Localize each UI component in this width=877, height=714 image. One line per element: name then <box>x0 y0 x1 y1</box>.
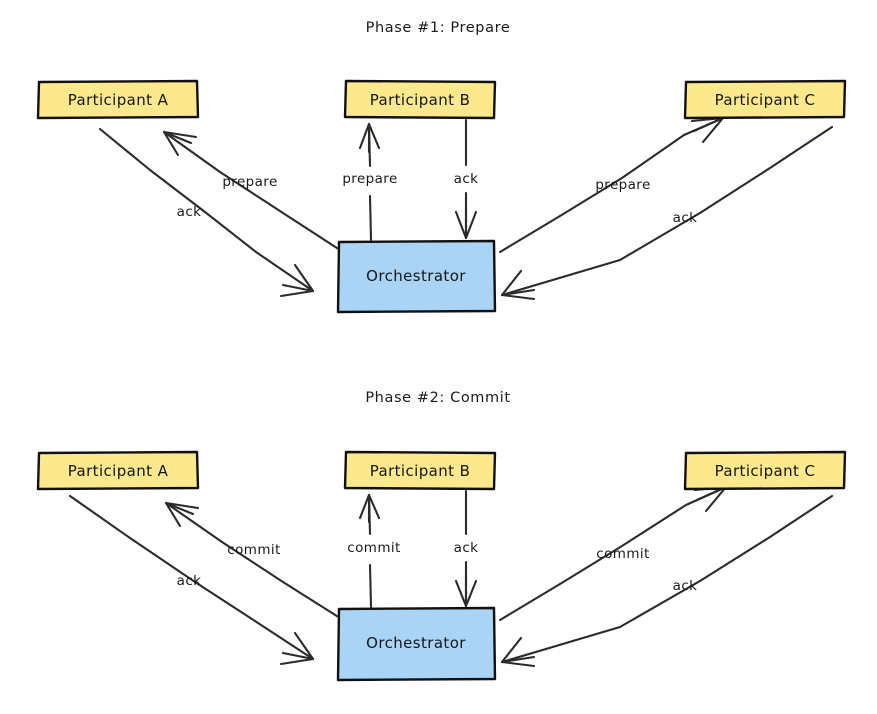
edge-p1-b-prepare: prepare <box>342 122 397 242</box>
edge-label-p2-b-commit: commit <box>347 540 400 556</box>
edge-p1-c-prepare: prepare <box>498 116 725 254</box>
phase-2-nodes: Participant A Participant B Participant … <box>36 450 847 682</box>
edge-label-p1-b-ack: ack <box>454 171 479 187</box>
edge-p2-b-ack: ack <box>454 489 479 608</box>
phase-2-edges: commit ack commit ack <box>68 485 834 668</box>
edge-label-p2-c-commit: commit <box>596 546 649 562</box>
edge-p1-a-prepare: prepare <box>162 130 342 252</box>
edge-label-p2-a-commit: commit <box>227 542 280 558</box>
edge-label-p1-c-prepare: prepare <box>595 177 650 193</box>
edge-p2-a-ack: ack <box>68 494 315 666</box>
node-label-p2-participant-c: Participant C <box>715 462 816 480</box>
edge-label-p2-a-ack: ack <box>177 573 202 589</box>
phase-1-edges: prepare ack prepare ack <box>98 116 834 301</box>
node-label-p2-participant-b: Participant B <box>370 462 471 480</box>
node-p2-participant-c[interactable]: Participant C <box>683 450 847 491</box>
node-p1-participant-b[interactable]: Participant B <box>343 79 497 120</box>
edge-label-p1-a-ack: ack <box>177 204 202 220</box>
edge-label-p2-b-ack: ack <box>454 540 479 556</box>
node-p2-participant-a[interactable]: Participant A <box>36 450 200 491</box>
edge-label-p1-a-prepare: prepare <box>222 174 277 190</box>
node-label-p1-participant-b: Participant B <box>370 91 471 109</box>
edge-p1-b-ack: ack <box>454 118 479 240</box>
edge-label-p1-b-prepare: prepare <box>342 171 397 187</box>
edge-label-p1-c-ack: ack <box>673 210 698 226</box>
node-label-p1-orchestrator: Orchestrator <box>366 267 466 285</box>
node-p1-participant-c[interactable]: Participant C <box>683 79 847 120</box>
phase-1-nodes: Participant A Participant B Participant … <box>36 79 847 314</box>
node-p1-orchestrator[interactable]: Orchestrator <box>336 239 497 314</box>
edge-p2-a-commit: commit <box>164 501 342 620</box>
node-p2-orchestrator[interactable]: Orchestrator <box>336 606 497 682</box>
edge-p2-c-ack: ack <box>500 494 834 668</box>
node-label-p1-participant-c: Participant C <box>715 91 816 109</box>
edge-p2-b-commit: commit <box>347 493 400 609</box>
edge-label-p2-c-ack: ack <box>673 578 698 594</box>
node-label-p2-orchestrator: Orchestrator <box>366 634 466 652</box>
edge-p1-a-ack: ack <box>98 127 315 298</box>
phase-1-group: Phase #1: Prepare prepare ack prepare <box>36 20 847 314</box>
node-p2-participant-b[interactable]: Participant B <box>343 450 497 491</box>
phase-2-group: Phase #2: Commit commit ack commit <box>36 390 847 682</box>
edge-p1-c-ack: ack <box>500 125 834 301</box>
node-p1-participant-a[interactable]: Participant A <box>36 79 200 120</box>
phase-2-title: Phase #2: Commit <box>365 390 510 406</box>
node-label-p2-participant-a: Participant A <box>68 462 169 480</box>
node-label-p1-participant-a: Participant A <box>68 91 169 109</box>
phase-1-title: Phase #1: Prepare <box>366 20 511 36</box>
edge-p2-c-commit: commit <box>498 485 728 622</box>
